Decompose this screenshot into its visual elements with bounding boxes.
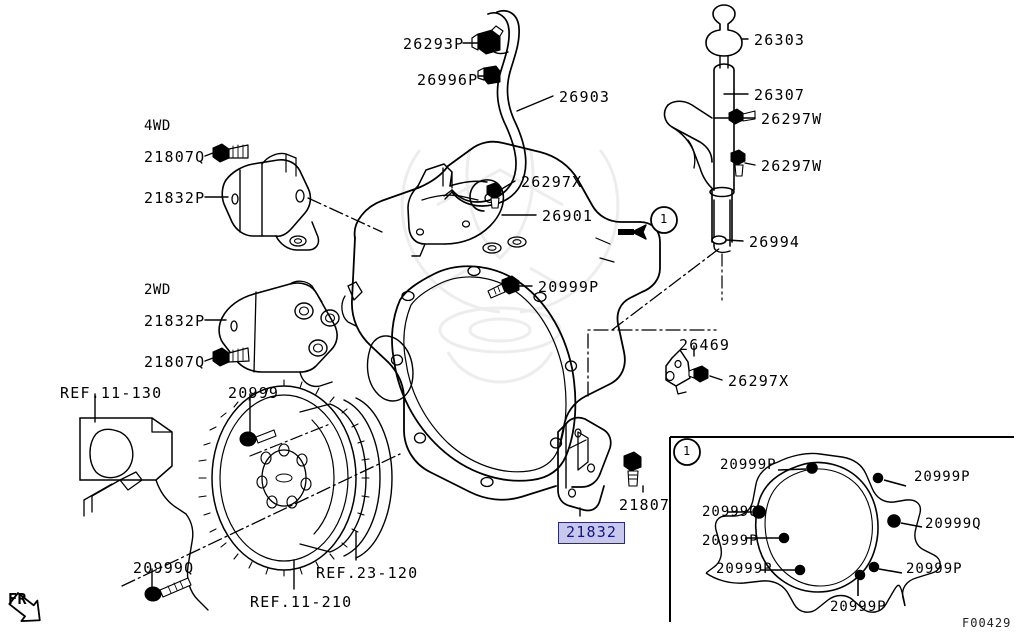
callout-21832p-4wd: 21832P (144, 189, 206, 207)
bolt-26297w-lower (730, 149, 746, 177)
bracket-21832 (557, 416, 612, 512)
bolt-26297x-lower (688, 365, 709, 383)
diagram-id-code: F00429 (962, 616, 1012, 630)
clip-26293p (471, 25, 504, 55)
callout-ref-11-130: REF.11-130 (60, 384, 163, 402)
mount-21832p-4wd (221, 152, 320, 251)
bolt-20999 (239, 429, 277, 447)
detail-marker-1-arrow (618, 206, 678, 240)
callout-ref-23-120: REF.23-120 (316, 564, 419, 582)
config-label-4wd: 4WD (144, 118, 171, 134)
callout-26297w-upper: 26297W (761, 110, 823, 128)
leader-lines (94, 38, 756, 590)
inset-callout-20999q-right: 20999Q (925, 516, 982, 532)
fr-orientation-label: FR (8, 590, 28, 608)
callout-26996p: 26996P (417, 71, 479, 89)
callout-26469: 26469 (679, 336, 731, 354)
callout-26297x-lower: 26297X (728, 372, 790, 390)
config-label-2wd: 2WD (144, 282, 171, 298)
inset-bolt-points (728, 462, 923, 596)
assembly-chain-lines-2 (249, 253, 723, 457)
callout-21807q-upper: 21807Q (144, 148, 206, 166)
assembly-chain-lines (121, 197, 721, 587)
callout-20999p-center: 20999P (538, 278, 600, 296)
callout-26994: 26994 (749, 233, 801, 251)
inset-callout-20999p-bottom: 20999P (830, 599, 887, 615)
callout-26901: 26901 (542, 207, 594, 225)
callout-21807: 21807 (619, 496, 671, 514)
bolt-26297x-upper (486, 182, 502, 209)
callout-21807q-lower: 21807Q (144, 353, 206, 371)
inset-callout-20999p-top: 20999P (720, 457, 777, 473)
callout-20999q: 20999Q (133, 559, 195, 577)
highlighted-part-21832[interactable]: 21832 (558, 522, 626, 544)
detail-marker-label-main: 1 (660, 212, 669, 226)
detail-marker-1-inset (673, 438, 701, 466)
callout-26297w-lower: 26297W (761, 157, 823, 175)
inset-callout-20999p-lowerleft: 20999P (716, 561, 773, 577)
callout-26303: 26303 (754, 31, 806, 49)
engine-block-ref-11-130 (79, 417, 209, 611)
mount-21832p-2wd (218, 280, 340, 388)
inset-frame (669, 436, 1014, 622)
inset-bellhousing-outline (705, 452, 941, 613)
callout-26903: 26903 (559, 88, 611, 106)
bolt-20999p-center (487, 275, 520, 299)
bracket-26901 (407, 163, 527, 257)
bolt-21807q-lower (212, 347, 250, 367)
inset-callout-20999p-topright: 20999P (914, 469, 971, 485)
bolt-20999q (144, 577, 192, 602)
callout-20999: 20999 (228, 384, 280, 402)
inset-callout-20999p-left: 20999P (702, 533, 759, 549)
inset-callout-20999q-left: 20999Q (702, 504, 759, 520)
callout-26297x-upper: 26297X (521, 173, 583, 191)
callout-26307: 26307 (754, 86, 806, 104)
bolt-21807q-upper (212, 143, 249, 163)
fr-orientation-arrow-icon (8, 592, 41, 622)
clip-26996p (477, 65, 501, 85)
ring-gear-teeth (198, 379, 370, 577)
detail-marker-label-inset: 1 (683, 444, 692, 458)
dipstick-assembly (663, 4, 743, 254)
inset-callout-20999p-lowerright: 20999P (906, 561, 963, 577)
callout-ref-11-210: REF.11-210 (250, 593, 353, 611)
callout-21832p-2wd: 21832P (144, 312, 206, 330)
bolt-21807 (623, 451, 642, 487)
callout-26293p: 26293P (403, 35, 465, 53)
bracket-26469 (665, 349, 691, 395)
